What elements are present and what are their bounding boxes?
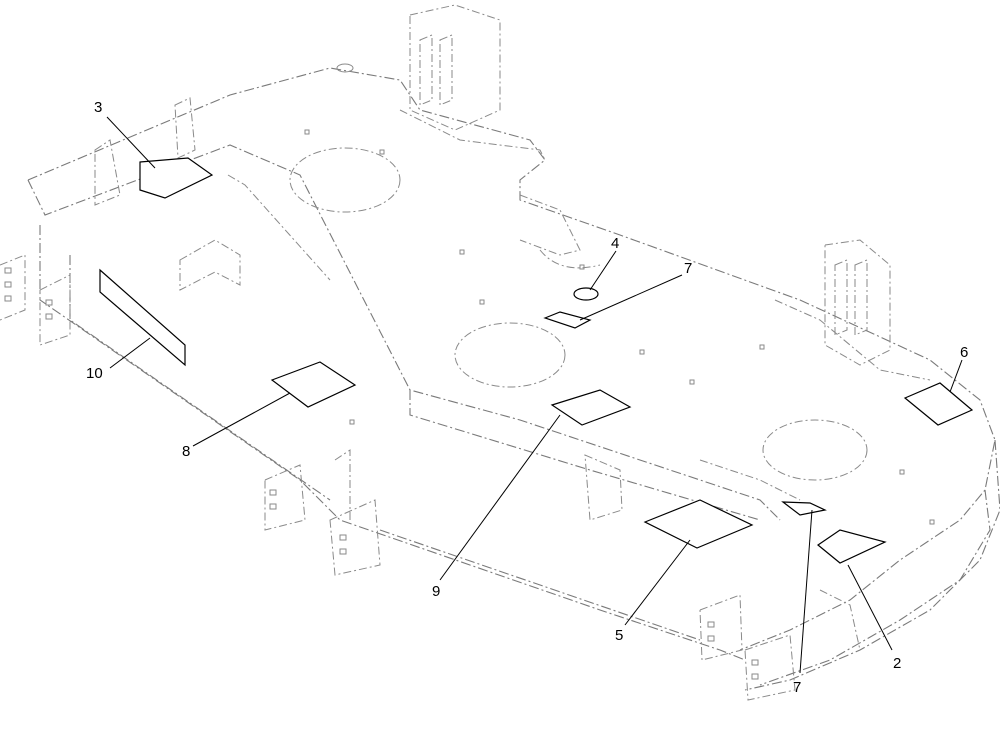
mounting-holes (4, 129, 935, 680)
decal-4 (573, 287, 599, 301)
callout-10: 10 (86, 365, 103, 382)
callout-6: 6 (960, 344, 968, 361)
decal-2 (816, 529, 887, 564)
decal-10 (99, 268, 186, 367)
callout-4: 4 (611, 235, 619, 252)
spindle-openings (289, 63, 868, 481)
decal-7-bottom (781, 501, 827, 516)
callout-2: 2 (893, 655, 901, 672)
callout-5: 5 (615, 627, 623, 644)
callout-8: 8 (182, 443, 190, 460)
decals (99, 157, 974, 564)
callout-7-bottom: 7 (793, 679, 801, 696)
callout-7-top: 7 (684, 260, 692, 277)
decal-5 (643, 499, 754, 549)
callout-3: 3 (94, 99, 102, 116)
decal-7-top (543, 311, 592, 329)
deck-outline (0, 4, 1000, 701)
decal-3 (139, 157, 214, 199)
callouts: 3 10 8 4 7 9 6 5 7 2 (86, 99, 968, 696)
decal-8 (270, 361, 357, 408)
decal-6 (903, 382, 974, 426)
leader-lines (106, 116, 963, 674)
callout-9: 9 (432, 583, 440, 600)
decal-9 (550, 389, 632, 426)
